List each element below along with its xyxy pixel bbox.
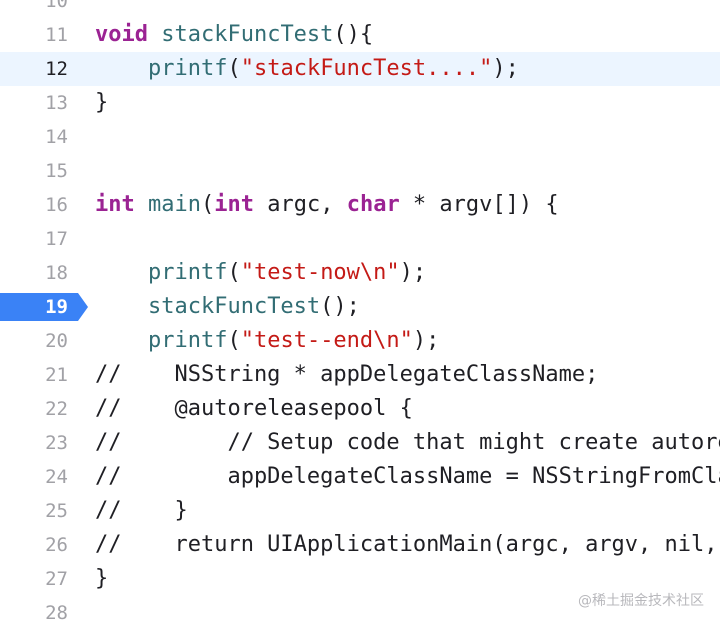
code-token: int [95,192,135,217]
code-text: // @autoreleasepool { [95,392,720,426]
code-token [148,22,161,47]
code-token: int [214,192,254,217]
code-token: stackFuncTest [147,294,321,319]
code-line[interactable]: 28 [0,596,720,630]
code-token: ( [227,260,241,285]
code-line[interactable]: 18 printf("test-now\n"); [0,256,720,290]
breakpoint-marker[interactable] [0,293,88,321]
code-token: ); [492,56,519,81]
line-number[interactable]: 10 [45,0,68,12]
code-text: // appDelegateClassName = NSStringFromCl… [95,460,720,494]
code-line[interactable]: 25 // } [0,494,720,528]
code-line[interactable]: 23 // // Setup code that might create aut… [0,426,720,460]
code-token: void [95,22,148,47]
code-token: stackFuncTest [161,22,334,47]
code-token: argc, [253,192,347,217]
code-line[interactable]: 27} [0,562,720,596]
line-number[interactable]: 22 [45,398,68,420]
code-line[interactable]: 21 // NSString * appDelegateClassName; [0,358,720,392]
code-token: ); [412,328,440,353]
line-number[interactable]: 28 [45,602,68,624]
code-token: "test--end\n" [240,328,413,353]
code-text: printf("test--end\n"); [95,324,720,358]
code-text: // return UIApplicationMain(argc, argv, … [95,528,720,562]
code-line[interactable]: 17 [0,222,720,256]
code-token: ( [227,56,241,81]
code-token: // return UIApplicationMain(argc, argv, … [95,532,718,557]
code-token: // NSString * appDelegateClassName; [95,362,599,387]
code-text: } [95,562,720,596]
code-token: * argv[]) { [399,192,559,217]
line-number[interactable]: 25 [45,500,68,522]
line-number[interactable]: 14 [45,126,68,148]
line-number[interactable]: 26 [45,534,68,556]
code-token: ); [399,260,427,285]
line-number[interactable]: 17 [45,228,68,250]
line-number[interactable]: 23 [45,432,68,454]
code-token: } [95,566,109,591]
code-token [95,294,148,319]
line-number[interactable]: 21 [45,364,68,386]
code-token: // @autoreleasepool { [95,396,413,421]
code-text: int main(int argc, char * argv[]) { [95,188,720,222]
code-line[interactable]: 20 printf("test--end\n"); [0,324,720,358]
code-line[interactable]: 13} [0,86,720,120]
line-number[interactable]: 13 [45,92,68,114]
line-number[interactable]: 18 [45,262,68,284]
code-line[interactable]: 22 // @autoreleasepool { [0,392,720,426]
code-token: (){ [333,22,374,47]
line-number[interactable]: 15 [45,160,68,182]
code-token: main [148,192,201,217]
code-token: printf [147,260,228,285]
code-text: // NSString * appDelegateClassName; [95,358,720,392]
code-token [95,260,148,285]
code-line[interactable]: 12 printf("stackFuncTest...."); [0,52,720,86]
line-number[interactable]: 19 [45,296,68,318]
code-token [95,56,148,81]
code-token: (); [320,294,360,319]
code-line[interactable]: 11 void stackFuncTest(){ [0,18,720,52]
code-token: } [95,90,109,115]
code-line[interactable]: 19 stackFuncTest(); [0,290,720,324]
code-line[interactable]: 24 // appDelegateClassName = NSStringFrom… [0,460,720,494]
code-token: "test-now\n" [240,260,400,285]
code-token: // // Setup code that might create autor… [95,430,720,455]
code-token: char [346,192,400,217]
code-token: ( [200,192,215,217]
code-token: printf [147,328,228,353]
code-text: // // Setup code that might create autor… [95,426,720,460]
code-text: printf("stackFuncTest...."); [95,52,720,86]
code-line[interactable]: 14 [0,120,720,154]
line-number[interactable]: 24 [45,466,68,488]
code-text: printf("test-now\n"); [95,256,720,290]
code-line[interactable]: 10 [0,0,720,18]
code-token [95,328,148,353]
code-token: // appDelegateClassName = NSStringFromCl… [95,464,720,489]
code-token: // } [95,498,188,523]
line-number[interactable]: 27 [45,568,68,590]
line-number[interactable]: 11 [45,24,68,46]
code-token [135,192,148,217]
line-number[interactable]: 16 [45,194,68,216]
watermark: @稀土掘金技术社区 [578,593,704,609]
code-text: void stackFuncTest(){ [95,18,720,52]
code-token: "stackFuncTest...." [240,56,493,81]
code-text: // } [95,494,720,528]
code-token: printf [147,56,228,81]
code-line[interactable]: 15 [0,154,720,188]
line-number[interactable]: 12 [45,58,68,80]
code-text: } [95,86,720,120]
code-line[interactable]: 26 // return UIApplicationMain(argc, argv… [0,528,720,562]
line-number[interactable]: 20 [45,330,68,352]
code-text: stackFuncTest(); [95,290,720,324]
code-token: ( [227,328,241,353]
